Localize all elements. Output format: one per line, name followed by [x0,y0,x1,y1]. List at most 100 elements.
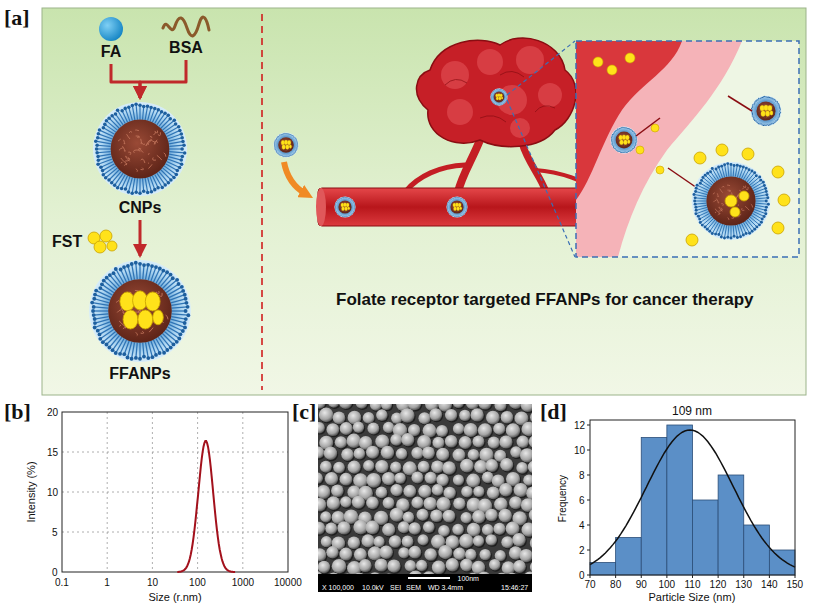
tick-mark [641,575,642,578]
sem-particle [445,409,457,421]
sem-particle [501,536,513,548]
sem-particle [320,511,331,522]
scale-bar-label: 100nm [458,575,479,582]
tick-mark [718,575,719,578]
sem-particle [387,559,400,572]
sem-particle [506,423,520,437]
histogram-bar [641,438,667,576]
fst-molecules [88,230,117,253]
sem-particle [453,548,465,560]
sem-particle [325,523,337,535]
sem-particle [405,560,417,572]
grid-line [62,492,288,493]
dls-plot [62,412,288,572]
tick-label: 0 [579,570,585,581]
nanoparticle [93,102,187,196]
sem-particle [374,536,385,547]
sem-particle [468,449,480,461]
sem-particle [478,404,491,410]
sem-particle [486,534,497,545]
particle-node: CNPs [90,100,190,217]
sem-particle [418,534,429,545]
sem-particle [319,408,334,423]
sem-particle [340,422,353,435]
sem-particle [327,423,340,436]
sem-particle [321,536,332,547]
sem-particle [459,410,470,421]
histogram-bar [769,550,795,575]
inset-illustration [576,41,799,257]
particle-node: FA [97,16,126,61]
sem-particle [501,411,514,424]
sem-particle [398,547,409,558]
grid-line [62,452,288,453]
sem-particle [416,560,427,571]
sem-particle [318,548,326,561]
sem-particle [402,536,414,548]
sem-particle [436,497,450,511]
sem-particle [339,548,352,561]
sem-particle [340,473,353,486]
sem-particle [485,509,498,522]
sem-particle [383,574,395,575]
sem-info: 10.0kV [362,584,384,591]
sem-particle [395,472,406,483]
sem-particle [509,496,522,509]
node-label: BSA [169,38,203,57]
sem-particle [401,433,414,446]
sem-particle [502,561,515,574]
sem-particle [432,484,444,496]
sem-particle [521,404,532,412]
sem-particle [381,446,394,459]
tick-mark [769,575,770,578]
sem-image [310,395,545,592]
sem-particle [433,437,445,449]
sem-particle [333,411,346,424]
folic-acid-circle [99,17,123,41]
sem-particle [480,549,491,560]
sem-particle [417,509,429,521]
nanoparticle [87,258,193,364]
sem-particle [460,559,473,572]
sem-particle [356,404,368,409]
histogram-bar [744,525,770,575]
sem-info: 15:46:27 [501,584,528,591]
panel-label: [a] [4,5,30,31]
sem-particle [453,404,464,408]
sem-particle [478,572,491,575]
sem-particle [429,408,442,421]
sem-particle [379,545,393,559]
node-label: FA [101,42,121,61]
sem-particle [318,422,325,433]
bsa-chain [161,14,211,38]
tick-label: 0.1 [55,577,69,588]
tick-label: 80 [610,579,621,590]
sem-particle [366,473,381,488]
panel-caption: Folate receptor targeted FFANPs for canc… [336,290,754,310]
sem-particle [489,559,501,571]
sem-particle [438,545,452,559]
sem-particle [337,521,350,534]
tick-mark [587,475,590,476]
sem-particle [521,498,532,512]
sem-particle [318,447,324,459]
tick-label: 5 [52,527,58,538]
sem-particle [473,486,484,497]
sem-particle [328,404,340,408]
histogram-plot [587,420,795,578]
sem-particle [340,496,352,508]
histogram-bar [693,500,719,575]
sem-particle [375,460,388,473]
sem-particle [381,404,392,410]
tick-mark [587,450,590,451]
sem-particle [495,404,507,411]
sem-particle [363,412,375,424]
sem-particle [318,522,325,535]
sem-particle [453,497,465,509]
tick-label: 4 [579,520,585,531]
sem-particle [530,411,532,424]
tick-label: 8 [579,470,585,481]
tick-label: 150 [787,579,804,590]
sem-particle [335,436,347,448]
sem-particle [528,461,532,474]
